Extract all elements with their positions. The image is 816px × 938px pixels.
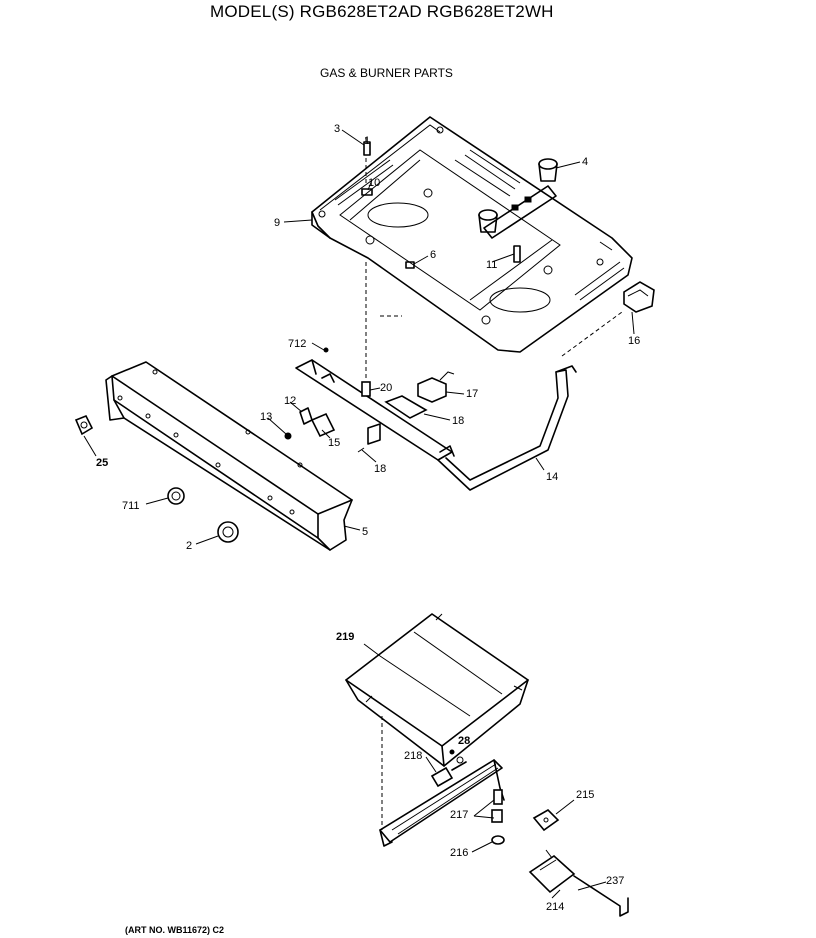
callout-20: 20 bbox=[380, 382, 392, 394]
callout-28: 28 bbox=[458, 735, 470, 747]
callout-215: 215 bbox=[576, 789, 594, 801]
callout-237: 237 bbox=[606, 875, 624, 887]
section-title: GAS & BURNER PARTS bbox=[320, 66, 453, 80]
callout-14: 14 bbox=[546, 471, 558, 483]
top-burner-valve-assembly bbox=[478, 158, 558, 239]
callout-12: 12 bbox=[284, 395, 296, 407]
projection-line-16 bbox=[561, 311, 623, 357]
art-number: (ART NO. WB11672) C2 bbox=[125, 925, 225, 935]
part-17 bbox=[417, 371, 455, 403]
part-16-switch bbox=[623, 281, 655, 313]
callout-216: 216 bbox=[450, 847, 468, 859]
callout-10: 10 bbox=[368, 177, 380, 189]
callout-5: 5 bbox=[362, 526, 368, 538]
oven-valve-parts bbox=[284, 347, 336, 440]
callout-6: 6 bbox=[430, 249, 436, 261]
callout-1-top: 1 bbox=[364, 135, 370, 147]
callout-labels: 3 1 4 10 9 6 11 16 712 20 17 12 13 15 18… bbox=[96, 123, 640, 913]
callout-3: 3 bbox=[334, 123, 340, 135]
callout-4: 4 bbox=[582, 156, 588, 168]
callout-13: 13 bbox=[260, 411, 272, 423]
gas-manifold bbox=[295, 359, 577, 491]
manifold-panel bbox=[105, 361, 353, 551]
callout-18-bracket: 18 bbox=[452, 415, 464, 427]
parts-217-216 bbox=[491, 789, 505, 845]
callout-15: 15 bbox=[328, 437, 340, 449]
part-215 bbox=[532, 809, 560, 832]
part-18-bracket bbox=[357, 395, 428, 453]
callout-17: 17 bbox=[466, 388, 478, 400]
callout-16: 16 bbox=[628, 335, 640, 347]
callout-9: 9 bbox=[274, 217, 280, 229]
callout-217: 217 bbox=[450, 809, 468, 821]
callout-711: 711 bbox=[122, 500, 140, 512]
part-20-orifice bbox=[361, 381, 371, 397]
leader-lines bbox=[83, 129, 635, 899]
burner-box bbox=[311, 116, 633, 353]
part-218-orifice bbox=[430, 749, 467, 788]
knobs bbox=[74, 414, 239, 543]
callout-11: 11 bbox=[486, 259, 497, 271]
callout-712: 712 bbox=[288, 338, 306, 350]
callout-2: 2 bbox=[186, 540, 192, 552]
broil-shield bbox=[345, 613, 529, 767]
callout-18-lower: 18 bbox=[374, 463, 386, 475]
callout-219: 219 bbox=[336, 631, 354, 643]
model-title: MODEL(S) RGB628ET2AD RGB628ET2WH bbox=[210, 2, 554, 21]
callout-214: 214 bbox=[546, 901, 564, 913]
callout-25: 25 bbox=[96, 457, 108, 469]
callout-218: 218 bbox=[404, 750, 422, 762]
part-214-igniter bbox=[528, 849, 629, 917]
